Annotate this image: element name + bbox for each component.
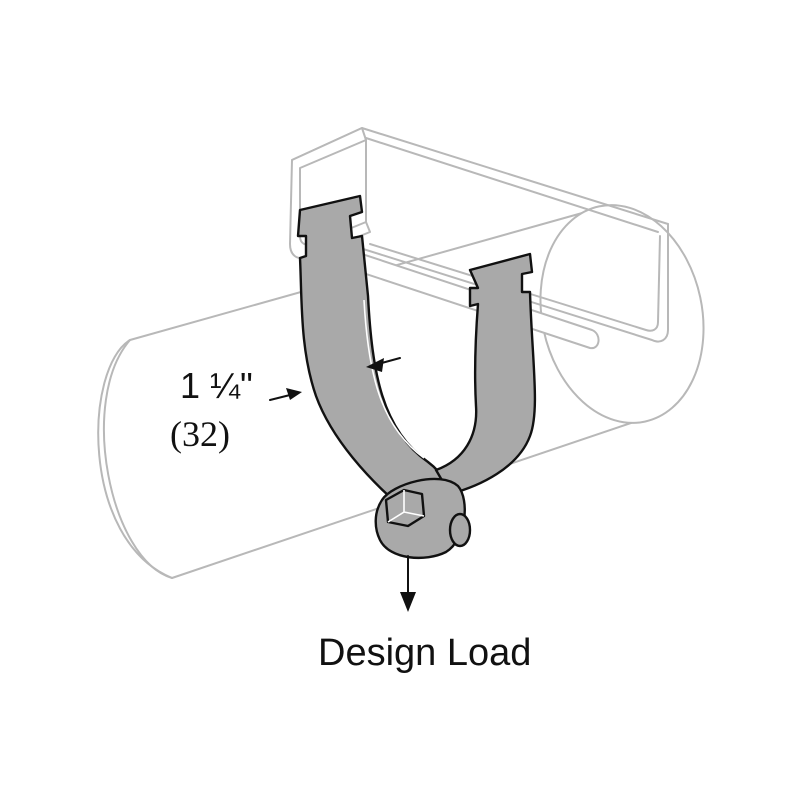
- design-load: Design Load: [318, 555, 531, 674]
- dimension-metric: (32): [170, 414, 230, 454]
- channel-right-edge: [359, 223, 669, 343]
- strut-channel: [289, 127, 669, 343]
- dimension-imperial: 1 ¼": [180, 365, 253, 406]
- hex-bolt-highlight: [387, 490, 425, 523]
- load-arrow-icon: [400, 592, 416, 612]
- design-load-label: Design Load: [318, 632, 531, 674]
- dimension-arrow-icon-right: [366, 358, 384, 372]
- dimension-arrow-icon: [286, 388, 302, 400]
- strap-width-dimension: 1 ¼" (32): [170, 357, 401, 454]
- nut: [448, 512, 472, 548]
- pipe-left-end: [97, 339, 173, 579]
- bolt-assembly: [374, 477, 472, 559]
- clamp-strap: [296, 194, 537, 508]
- strap-highlight: [363, 299, 425, 459]
- channel-lip: [369, 235, 661, 332]
